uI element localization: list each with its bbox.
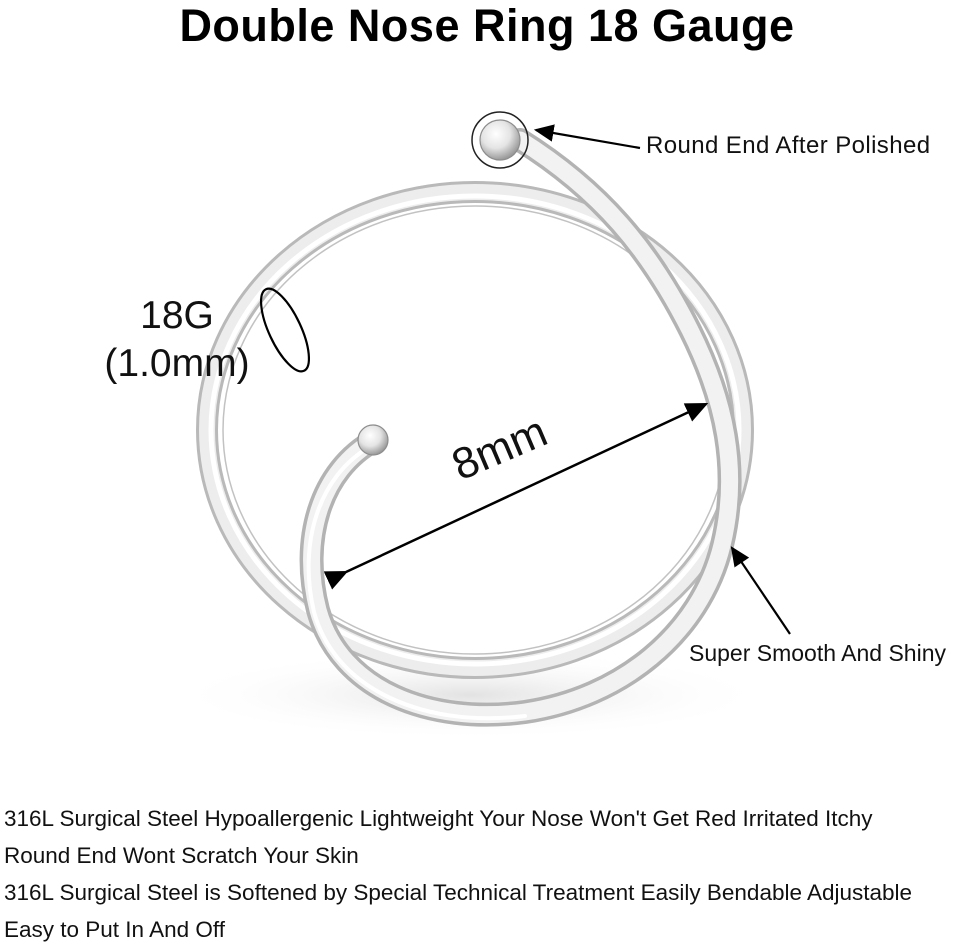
diameter-arrow <box>323 402 709 590</box>
gauge-marker <box>259 287 311 373</box>
ball-end-inner <box>357 424 389 456</box>
gauge-mm: (1.0mm) <box>104 342 250 385</box>
smooth-label: Super Smooth And Shiny <box>689 640 946 666</box>
ball-end-top <box>479 119 521 161</box>
gauge-value: 18G <box>140 294 214 337</box>
product-photo <box>0 58 974 793</box>
arrow-smooth <box>730 546 791 635</box>
feature-list: 316L Surgical Steel Hypoallergenic Light… <box>4 800 970 948</box>
feature-line: Easy to Put In And Off <box>4 917 225 942</box>
page-title: Double Nose Ring 18 Gauge <box>179 0 795 51</box>
highlight-circle <box>471 111 529 169</box>
gauge-label: 18G (1.0mm) <box>82 292 272 388</box>
feature-line: 316L Surgical Steel is Softened by Speci… <box>4 880 913 905</box>
outer-coil <box>196 181 754 679</box>
nose-ring-illustration <box>170 111 791 740</box>
feature-line: 316L Surgical Steel Hypoallergenic Light… <box>4 806 873 831</box>
feature-line: Round End Wont Scratch Your Skin <box>4 843 359 868</box>
arrow-round-end <box>533 124 641 150</box>
round-end-label: Round End After Polished <box>646 132 931 159</box>
